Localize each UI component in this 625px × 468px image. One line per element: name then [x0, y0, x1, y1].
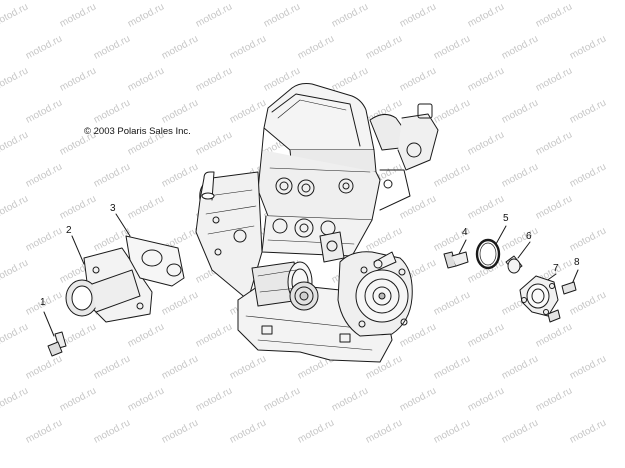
callout-6: 6 [526, 231, 532, 242]
callout-3: 3 [110, 203, 116, 214]
callout-7: 7 [553, 263, 559, 274]
part-1-bolt [43, 311, 67, 357]
part-2-intake-adapter [65, 235, 153, 323]
callout-8: 8 [574, 257, 580, 268]
copyright-text: © 2003 Polaris Sales Inc. [84, 126, 191, 137]
part-7-thermostat-housing [519, 273, 559, 317]
callout-1: 1 [40, 297, 46, 308]
callout-4: 4 [462, 227, 468, 238]
part-4-sensor [443, 239, 469, 269]
part-3-intake-gasket [115, 213, 185, 287]
part-5-o-ring [475, 225, 507, 270]
callout-5: 5 [503, 213, 509, 224]
part-8-screw [547, 269, 579, 323]
engine-assembly [195, 83, 439, 363]
callout-2: 2 [66, 225, 72, 236]
part-6-fitting [505, 241, 531, 274]
